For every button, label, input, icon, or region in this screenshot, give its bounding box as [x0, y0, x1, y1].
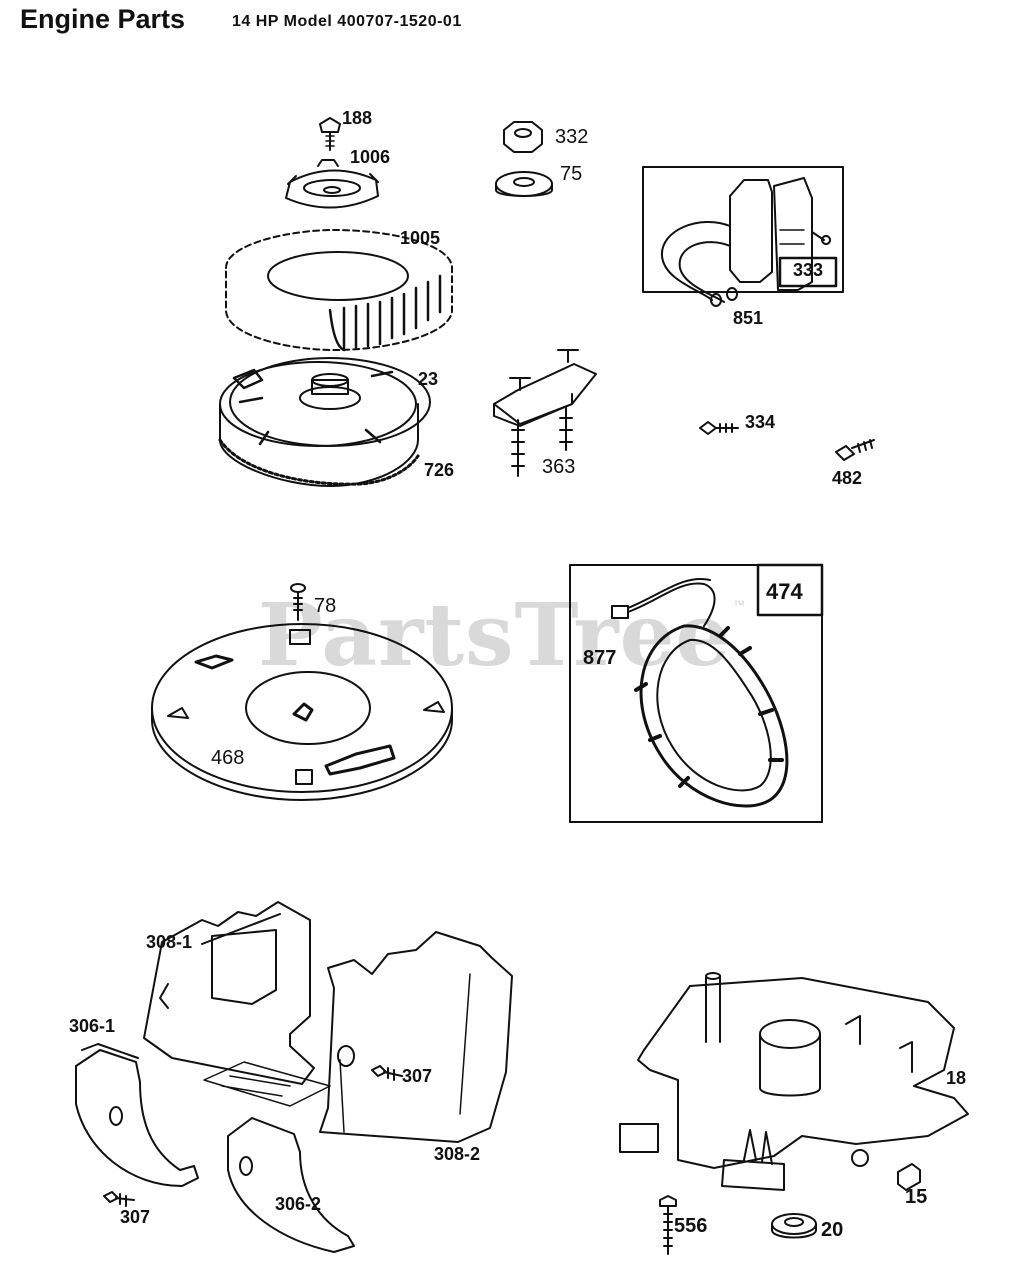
part-556-bolt[interactable]: [660, 1196, 676, 1254]
callout-20: 20: [821, 1219, 844, 1241]
part-306-1-cover[interactable]: [76, 1044, 198, 1186]
part-1005-fan[interactable]: [226, 230, 452, 350]
callout-306-1: 306-1: [69, 1016, 116, 1036]
callout-877: 877: [583, 647, 617, 669]
part-23-flywheel[interactable]: [220, 358, 430, 486]
part-468-screen[interactable]: [152, 624, 452, 800]
callout-726: 726: [424, 460, 455, 480]
callout-23: 23: [418, 369, 439, 389]
callout-18: 18: [946, 1068, 967, 1088]
callout-188: 188: [342, 108, 373, 128]
part-78-screw[interactable]: [291, 584, 305, 620]
part-482-screw[interactable]: [836, 440, 874, 460]
callout-308-1: 308-1: [146, 932, 193, 952]
callout-308-2: 308-2: [434, 1144, 481, 1164]
part-308-2-shroud[interactable]: [320, 932, 512, 1142]
callout-1006: 1006: [350, 147, 391, 167]
part-20-seal[interactable]: [772, 1214, 816, 1238]
part-306-2-cover[interactable]: [228, 1118, 354, 1252]
part-333-kit-box[interactable]: [643, 167, 843, 306]
callout-307-lower: 307: [120, 1207, 151, 1227]
callout-851: 851: [733, 308, 764, 328]
callout-333: 333: [793, 260, 824, 280]
callout-78: 78: [314, 595, 337, 617]
watermark-trademark: ™: [733, 598, 745, 612]
part-474-kit-box[interactable]: [570, 565, 822, 822]
part-307-screw-b[interactable]: [104, 1192, 134, 1206]
model-subtitle: 14 HP Model 400707-1520-01: [232, 13, 462, 30]
part-1006-fan-retainer[interactable]: [286, 160, 378, 208]
callout-482: 482: [832, 468, 863, 488]
part-307-screw-a[interactable]: [372, 1066, 402, 1080]
callout-307-upper: 307: [402, 1066, 433, 1086]
part-75-washer[interactable]: [496, 172, 552, 196]
part-308-1-shroud[interactable]: [144, 902, 330, 1106]
callout-556: 556: [674, 1215, 708, 1237]
callout-468: 468: [211, 747, 245, 769]
part-15-fitting[interactable]: [898, 1164, 920, 1190]
part-363-bracket[interactable]: [494, 350, 596, 476]
callout-306-2: 306-2: [275, 1194, 322, 1214]
part-188-screw[interactable]: [320, 118, 340, 150]
part-18-crankcase[interactable]: [620, 973, 968, 1190]
callout-363: 363: [542, 456, 576, 478]
callout-75: 75: [560, 163, 583, 185]
part-334-screw[interactable]: [700, 422, 738, 434]
callout-334: 334: [745, 412, 776, 432]
callout-1005: 1005: [400, 228, 441, 248]
callout-15: 15: [905, 1186, 928, 1208]
part-332-nut[interactable]: [504, 122, 542, 152]
callout-332: 332: [555, 126, 589, 148]
callout-474: 474: [766, 579, 803, 604]
page-title: Engine Parts: [20, 4, 186, 34]
